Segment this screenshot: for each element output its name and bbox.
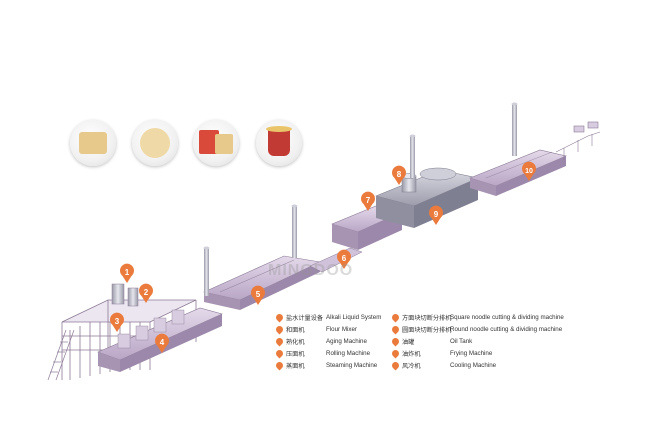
step-marker-2: 2 bbox=[139, 283, 153, 303]
map-pin-icon bbox=[120, 263, 134, 283]
outfeed-conveyor bbox=[555, 121, 601, 160]
map-pin-icon bbox=[392, 165, 407, 185]
map-pin-icon bbox=[522, 161, 536, 181]
map-pin-icon bbox=[155, 333, 170, 353]
chimneys bbox=[203, 102, 518, 296]
round-noodle-photo bbox=[132, 120, 178, 166]
step-number: 6 bbox=[342, 254, 347, 263]
step-number: 9 bbox=[434, 210, 439, 219]
pin-icon bbox=[390, 324, 401, 334]
pin-icon bbox=[274, 360, 285, 370]
step-marker-1: 1 bbox=[120, 263, 134, 283]
pin-icon bbox=[274, 348, 285, 358]
step-markers: 1 2 3 4 5 6 7 8 9 10 bbox=[110, 161, 536, 353]
pin-icon bbox=[274, 336, 285, 346]
pin-icon bbox=[390, 312, 401, 322]
stairs bbox=[47, 329, 75, 381]
step-marker-10: 10 bbox=[522, 161, 536, 181]
step-number: 3 bbox=[115, 317, 120, 326]
step-number: 10 bbox=[525, 168, 533, 175]
step-marker-3: 3 bbox=[110, 312, 125, 332]
step-number: 4 bbox=[160, 338, 165, 347]
step-marker-8: 8 bbox=[392, 165, 407, 185]
cooling-machine bbox=[469, 149, 567, 196]
pin-icon bbox=[390, 360, 401, 370]
map-pin-icon bbox=[337, 249, 352, 269]
noodle-pack-photo bbox=[193, 120, 239, 166]
step-number: 5 bbox=[256, 290, 261, 299]
step-marker-5: 5 bbox=[251, 285, 265, 305]
map-pin-icon bbox=[110, 312, 125, 332]
step-marker-6: 6 bbox=[337, 249, 352, 269]
map-pin-icon bbox=[251, 285, 265, 305]
map-pin-icon bbox=[429, 205, 444, 225]
step-marker-9: 9 bbox=[429, 205, 444, 225]
step-number: 1 bbox=[125, 268, 130, 277]
step-marker-4: 4 bbox=[155, 333, 170, 353]
step-number: 8 bbox=[397, 170, 402, 179]
pin-icon bbox=[274, 324, 285, 334]
map-pin-icon bbox=[361, 191, 376, 211]
pin-icon bbox=[390, 336, 401, 346]
noodle-block-photo bbox=[70, 120, 116, 166]
pin-icon bbox=[274, 312, 285, 322]
map-pin-icon bbox=[139, 283, 153, 303]
cup-noodle-photo bbox=[256, 120, 302, 166]
brand-watermark: MINGDOO bbox=[268, 262, 354, 279]
step-number: 7 bbox=[366, 196, 371, 205]
pin-icon bbox=[390, 348, 401, 358]
alkali-tanks bbox=[111, 283, 139, 307]
step-marker-7: 7 bbox=[361, 191, 376, 211]
frying-machine bbox=[375, 167, 479, 228]
step-number: 2 bbox=[144, 288, 149, 297]
